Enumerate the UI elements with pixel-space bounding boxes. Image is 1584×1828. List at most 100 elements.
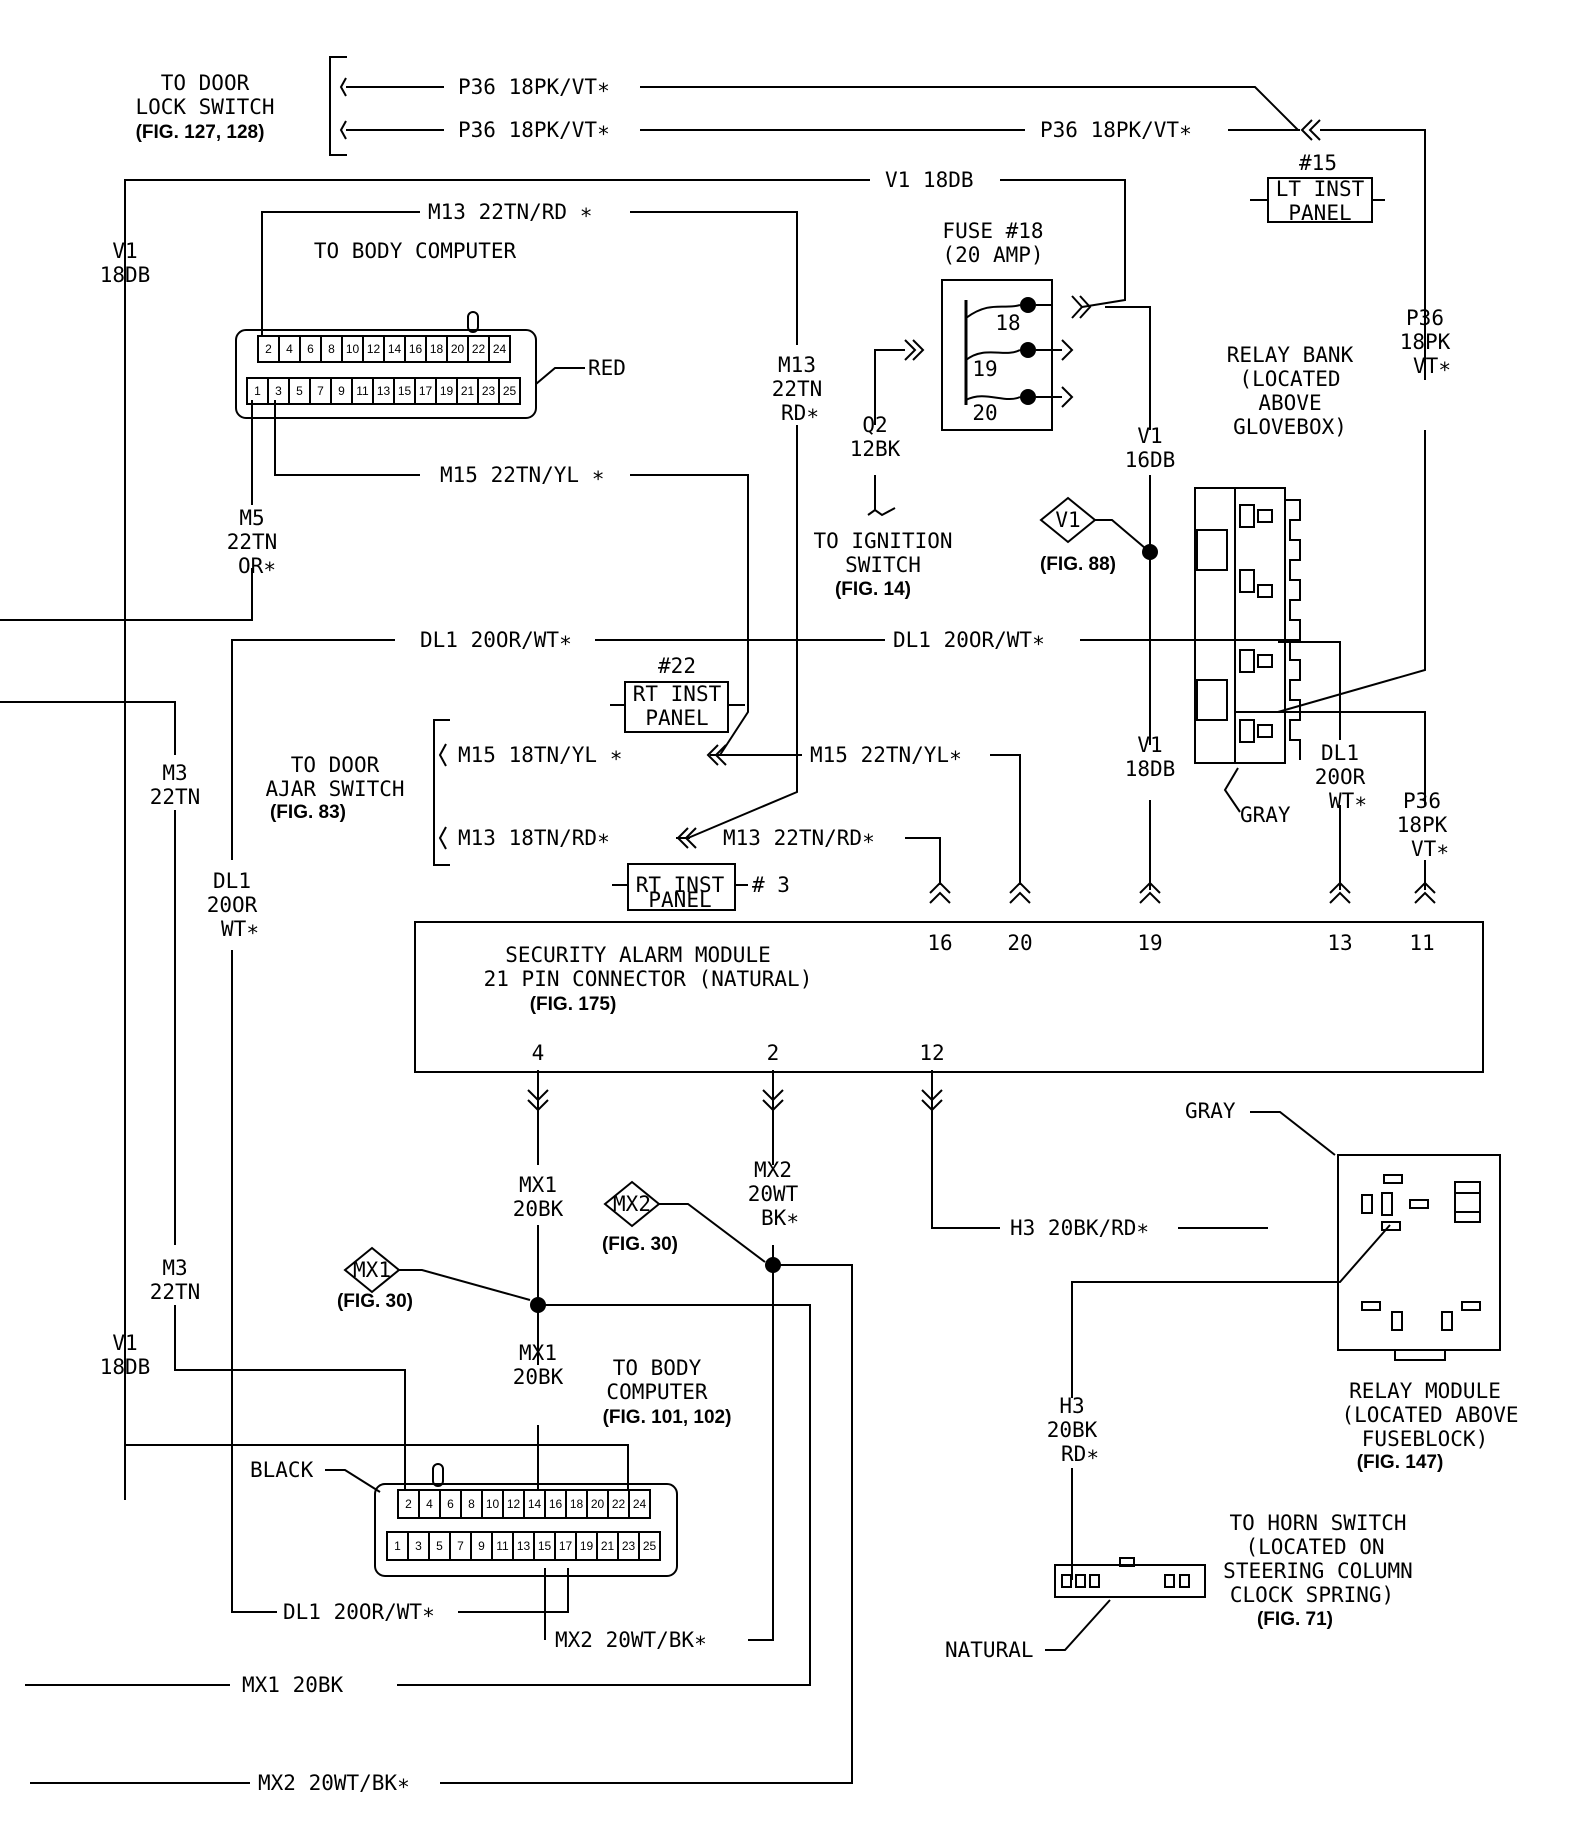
pin-label: 20: [591, 1497, 605, 1511]
relay-bank-edge: [1285, 499, 1301, 760]
pin-cell: [638, 1531, 661, 1561]
fuse-pin-18: 18: [995, 311, 1020, 335]
mx1-upper-label-2: 20BK: [513, 1197, 564, 1221]
p36-vert-label-2: 18PK: [1400, 330, 1451, 354]
horn-switch-connector: [1054, 1557, 1206, 1598]
black-pointer: [325, 1469, 381, 1493]
inline-connectors: [527, 119, 1436, 1112]
m5-lower: [0, 568, 253, 621]
v1-left-loop: [124, 179, 870, 1445]
m3-lower: [174, 1305, 406, 1490]
text-labels: TO DOOR LOCK SWITCH (FIG. 127, 128) P36 …: [100, 71, 1519, 1795]
horn-connector-body: [1054, 1564, 1206, 1598]
p36-relay-down: [1278, 711, 1426, 805]
h3-vert-label-1: H3: [1059, 1394, 1084, 1418]
rt-inst-22-label-2: PANEL: [645, 706, 708, 730]
mx1-long-wire: [397, 1304, 811, 1686]
pin-label: 21: [601, 1539, 615, 1553]
rt-inst-22-num: #22: [658, 654, 696, 678]
rt-inst-3-label-2: PANEL: [648, 888, 711, 912]
m5-label-2: 22TN: [227, 530, 278, 554]
horn-label-1: TO HORN SWITCH: [1229, 1511, 1406, 1535]
connector-top-outline: [235, 329, 537, 419]
p36-upper-right: [640, 86, 1299, 131]
h3-wire-label: H3 20BK/RD∗: [1010, 1216, 1149, 1240]
m13-to-pin16: [905, 837, 941, 885]
m15-to-pin20: [990, 754, 1021, 885]
m3-lower-label-1: M3: [162, 1256, 187, 1280]
dl1-label-right: DL1 20OR/WT∗: [893, 628, 1045, 652]
v1-diamond: [1039, 496, 1097, 544]
door-ajar-bracket: [433, 719, 450, 866]
m13-top-right: [630, 211, 798, 345]
relay-module-block-lines: [1455, 1192, 1480, 1213]
dl1-left-label-2: 20OR: [207, 893, 258, 917]
door-ajar-terminal-2: [438, 826, 447, 850]
door-lock-bracket: [329, 56, 347, 156]
pin-label: 22: [612, 1497, 626, 1511]
dl1-to-bottom-conn: [458, 1568, 569, 1613]
q2-connector: [904, 339, 925, 361]
relay-bank-label-2: (LOCATED: [1239, 367, 1340, 391]
v1-16db-label-1: V1: [1137, 424, 1162, 448]
sam-pin-16: 16: [927, 931, 952, 955]
sam-pin-20: 20: [1007, 931, 1032, 955]
pin-label: 9: [478, 1539, 485, 1553]
mx1-upper-label-1: MX1: [519, 1173, 557, 1197]
ignition-label-2: SWITCH: [845, 553, 921, 577]
m15-top-label: M15 22TN/YL ∗: [440, 463, 604, 487]
connector-bottom-key: [432, 1463, 444, 1487]
m15-top-right: [630, 474, 749, 756]
fuse-element-19: [965, 349, 1021, 361]
v1-18db-to-fuse: [1000, 179, 1126, 308]
m15-22tn-right-label: M15 22TN/YL∗: [810, 743, 962, 767]
connector-top-key: [467, 311, 479, 333]
pin-label: 19: [580, 1539, 594, 1553]
m13-vert-label-3: RD∗: [781, 401, 819, 425]
fuse-terminal-19: [1020, 342, 1036, 358]
relay-module-pin: [1409, 1199, 1429, 1209]
pin-label: 5: [296, 384, 303, 398]
pin-label: 17: [559, 1539, 573, 1553]
v1-18db-right-label-1: V1: [1137, 733, 1162, 757]
pin-label: 8: [328, 342, 335, 356]
pin-label: 17: [419, 384, 433, 398]
mx1-lower-label-2: 20BK: [513, 1365, 564, 1389]
fuse-output-arrows: [1061, 339, 1074, 408]
dl1-bottom-label: DL1 20OR/WT∗: [283, 1600, 435, 1624]
q2-label-2: 12BK: [850, 437, 901, 461]
fuse-outputs: [1036, 304, 1062, 398]
dl1-left-upper: [231, 639, 395, 860]
lt-inst-label-1: LT INST: [1276, 177, 1365, 201]
gray-relay-pointer: [1223, 767, 1241, 813]
pin-label: 12: [367, 342, 381, 356]
horn-pin: [1089, 1574, 1100, 1588]
fuse-title-1: FUSE #18: [942, 219, 1043, 243]
sam-title-1: SECURITY ALARM MODULE: [505, 943, 771, 967]
pin-label: 22: [472, 342, 486, 356]
pin-label: 23: [622, 1539, 636, 1553]
mx2-vert-label-1: MX2: [754, 1158, 792, 1182]
pin-label: 11: [356, 384, 369, 398]
pin-label: 11: [496, 1539, 509, 1553]
mx2-bottom-label: MX2 20WT/BK∗: [555, 1628, 707, 1652]
body-computer-bottom-fig: (FIG. 101, 102): [603, 1407, 732, 1428]
door-lock-label-1: TO DOOR: [161, 71, 250, 95]
p36-label-1: P36 18PK/VT∗: [458, 75, 610, 99]
dl1-left-label-1: DL1: [213, 869, 251, 893]
connector-m13: [676, 827, 697, 849]
door-lock-fig: (FIG. 127, 128): [136, 122, 265, 143]
rt-inst-panel-3-box: [627, 863, 736, 911]
pin-label: 3: [275, 384, 282, 398]
dl1-relay-down: [1278, 641, 1341, 740]
door-lock-terminal-1: [339, 77, 347, 97]
rt-inst-3-label-1: RT INST: [636, 873, 725, 897]
h3-relay-to-horn: [1071, 1224, 1391, 1398]
fuse-terminal-20: [1020, 389, 1036, 405]
pin-label: 10: [346, 342, 360, 356]
sam-fig: (FIG. 175): [530, 994, 617, 1015]
horn-pin: [1164, 1574, 1175, 1588]
